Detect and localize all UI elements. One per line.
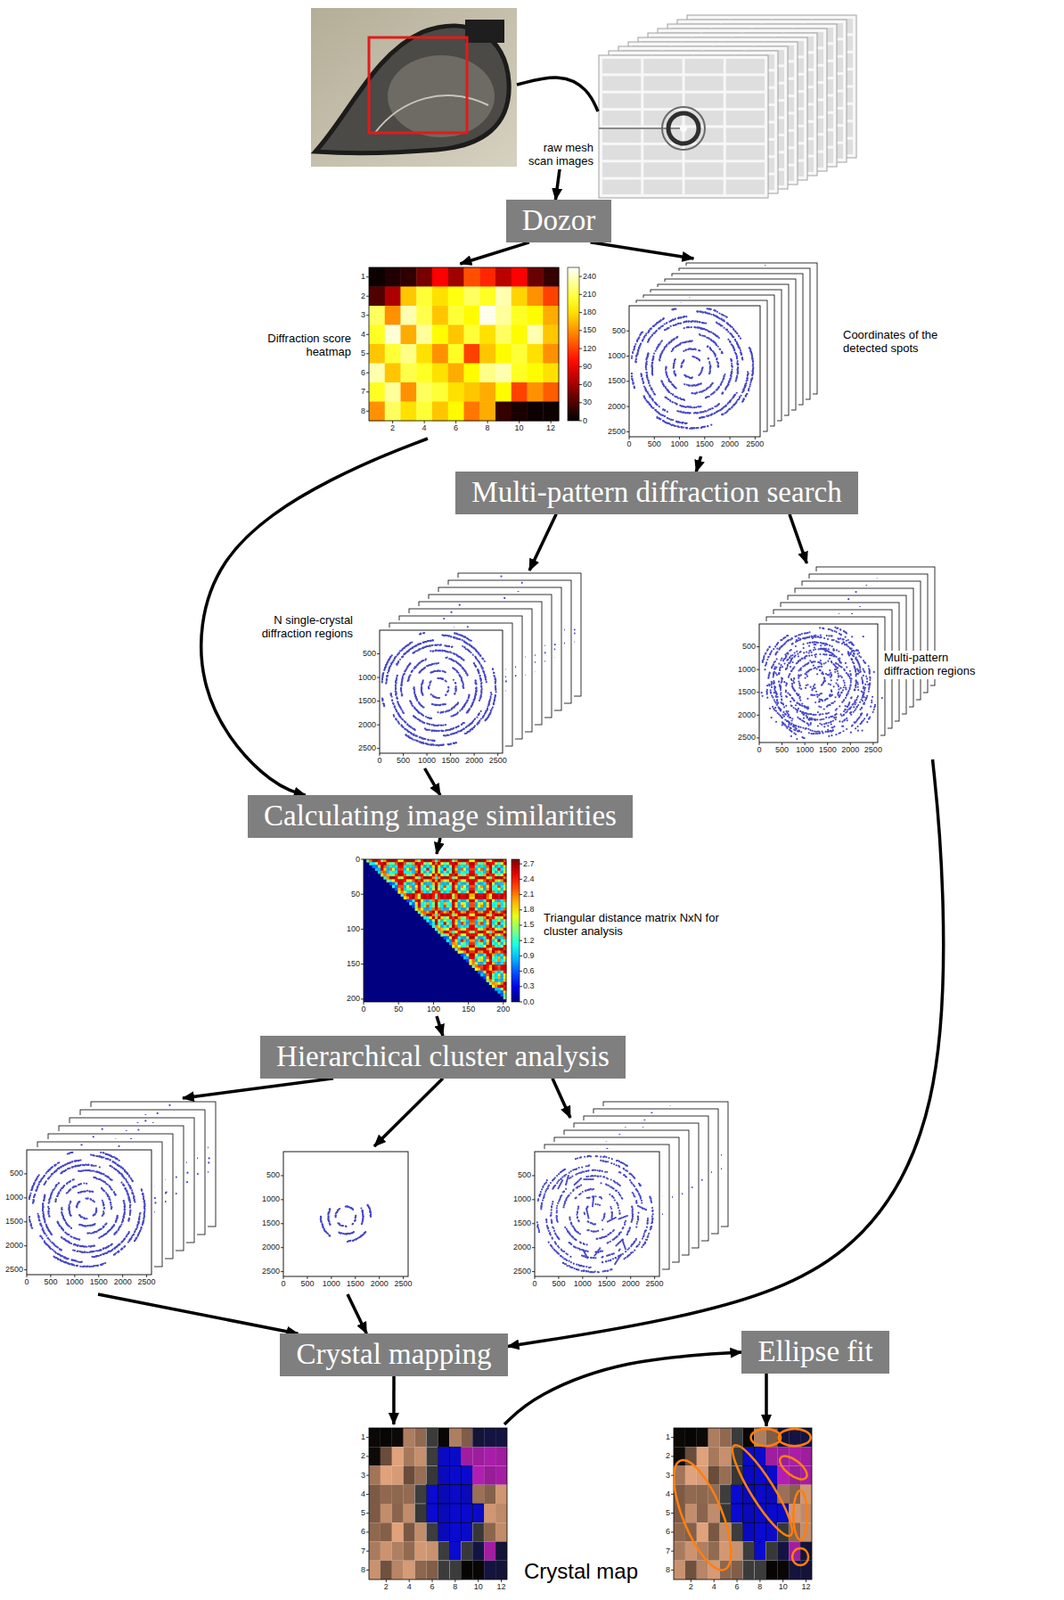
- page-stage: raw mesh scan imagesDozorDiffraction sco…: [0, 0, 1064, 1600]
